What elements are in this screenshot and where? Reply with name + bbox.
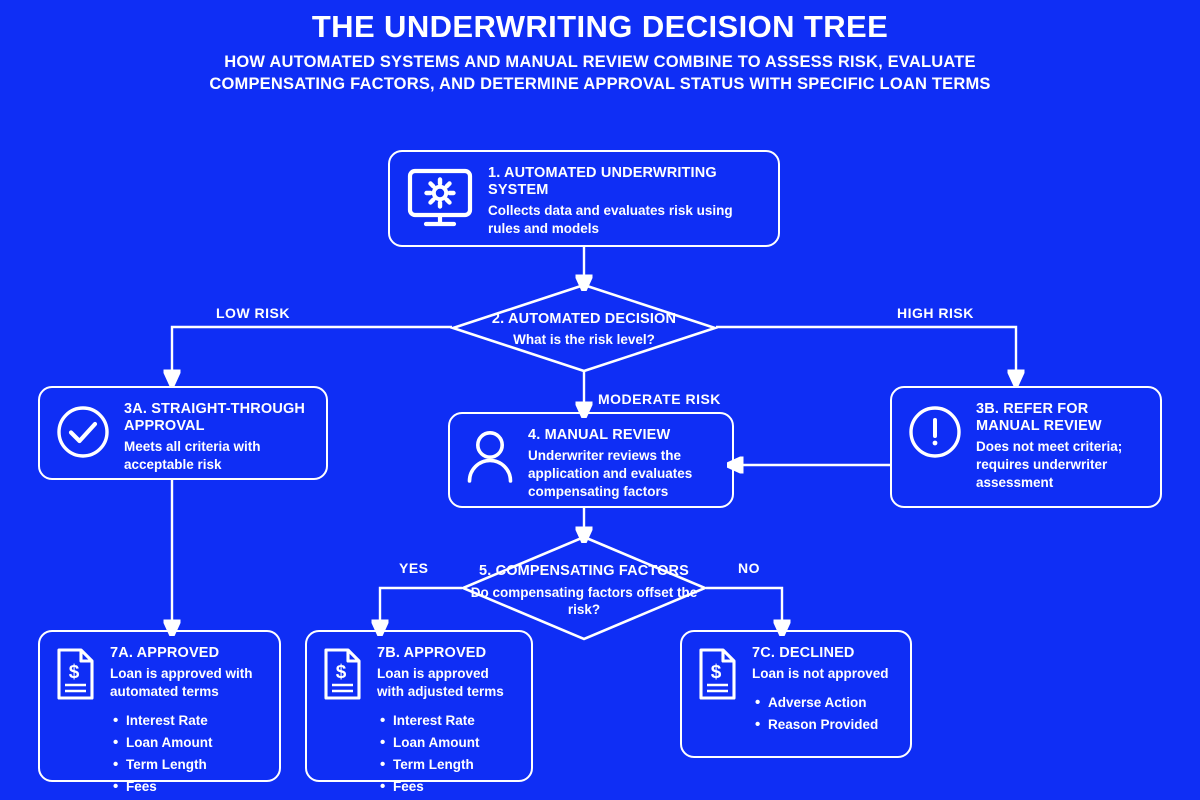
node-description: Meets all criteria with acceptable risk xyxy=(124,439,261,473)
list-item: Adverse Action xyxy=(755,691,896,715)
node-heading: 4. MANUAL REVIEW xyxy=(528,427,671,443)
node-text: 3A. STRAIGHT-THROUGH APPROVAL Meets all … xyxy=(124,401,312,474)
node-heading: 7A. APPROVED xyxy=(110,645,220,661)
node-description: Loan is not approved xyxy=(752,666,889,682)
node-description: Loan is approved with automated terms xyxy=(110,666,253,700)
edge-compensating-no-to-7c xyxy=(706,586,782,628)
node-automated-underwriting-system[interactable]: 1. AUTOMATED UNDERWRITING SYSTEM Collect… xyxy=(388,150,780,247)
edge-label-yes: YES xyxy=(399,560,429,576)
diamond-text: 5. COMPENSATING FACTORS Do compensating … xyxy=(460,535,708,644)
node-compensating-factors[interactable]: 5. COMPENSATING FACTORS Do compensating … xyxy=(460,535,708,641)
node-text: 7A. APPROVED Loan is approved with autom… xyxy=(110,645,265,799)
page-title: THE UNDERWRITING DECISION TREE xyxy=(311,9,889,44)
node-description: Do compensating factors offset the risk? xyxy=(470,584,698,618)
svg-text:$: $ xyxy=(69,662,80,683)
node-straight-through-approval[interactable]: 3A. STRAIGHT-THROUGH APPROVAL Meets all … xyxy=(38,386,328,480)
list-item: Loan Amount xyxy=(113,731,265,755)
node-item-list: Interest Rate Loan Amount Term Length Fe… xyxy=(110,709,265,799)
document-dollar-icon: $ xyxy=(696,647,740,706)
node-text: 7B. APPROVED Loan is approved with adjus… xyxy=(377,645,517,799)
list-item: Fees xyxy=(380,775,517,799)
node-description: Loan is approved with adjusted terms xyxy=(377,666,504,700)
node-description: Does not meet criteria; requires underwr… xyxy=(976,439,1123,491)
edge-compensating-yes-to-7b xyxy=(380,586,462,628)
edge-decision-to-3b xyxy=(716,325,1016,378)
node-declined[interactable]: $ 7C. DECLINED Loan is not approved Adve… xyxy=(680,630,912,758)
list-item: Interest Rate xyxy=(380,709,517,733)
document-dollar-icon: $ xyxy=(321,647,365,706)
node-description: What is the risk level? xyxy=(513,332,655,348)
header: THE UNDERWRITING DECISION TREE HOW AUTOM… xyxy=(0,9,1200,96)
list-item: Fees xyxy=(113,775,265,799)
edge-label-low-risk: LOW RISK xyxy=(216,305,290,321)
edge-label-moderate-risk: MODERATE RISK xyxy=(598,391,721,407)
node-heading: 7B. APPROVED xyxy=(377,645,487,661)
list-item: Term Length xyxy=(380,753,517,777)
edge-label-high-risk: HIGH RISK xyxy=(897,305,974,321)
diamond-text: 2. AUTOMATED DECISION What is the risk l… xyxy=(450,283,718,375)
list-item: Loan Amount xyxy=(380,731,517,755)
node-description: Underwriter reviews the application and … xyxy=(528,448,693,500)
page-subtitle: HOW AUTOMATED SYSTEMS AND MANUAL REVIEW … xyxy=(209,53,991,94)
node-approved-adjusted[interactable]: $ 7B. APPROVED Loan is approved with adj… xyxy=(305,630,533,799)
node-text: 3B. REFER FOR MANUAL REVIEW Does not mee… xyxy=(976,401,1146,492)
list-item: Term Length xyxy=(113,753,265,777)
node-item-list: Adverse Action Reason Provided xyxy=(752,691,896,737)
node-heading: 3B. REFER FOR MANUAL REVIEW xyxy=(976,401,1102,435)
node-item-list: Interest Rate Loan Amount Term Length Fe… xyxy=(377,709,517,799)
list-item: Reason Provided xyxy=(755,713,896,737)
node-refer-for-manual-review[interactable]: 3B. REFER FOR MANUAL REVIEW Does not mee… xyxy=(890,386,1162,508)
node-text: 4. MANUAL REVIEW Underwriter reviews the… xyxy=(528,427,718,501)
edge-decision-to-3a xyxy=(172,325,452,378)
svg-text:$: $ xyxy=(336,662,347,683)
node-automated-decision[interactable]: 2. AUTOMATED DECISION What is the risk l… xyxy=(450,283,718,373)
node-text: 1. AUTOMATED UNDERWRITING SYSTEM Collect… xyxy=(488,165,764,238)
node-heading: 7C. DECLINED xyxy=(752,645,855,661)
node-description: Collects data and evaluates risk using r… xyxy=(488,203,733,237)
node-heading: 1. AUTOMATED UNDERWRITING SYSTEM xyxy=(488,165,717,199)
node-text: 7C. DECLINED Loan is not approved Advers… xyxy=(752,645,896,737)
node-manual-review[interactable]: 4. MANUAL REVIEW Underwriter reviews the… xyxy=(448,412,734,508)
list-item: Interest Rate xyxy=(113,709,265,733)
svg-text:$: $ xyxy=(711,662,722,683)
node-heading: 2. AUTOMATED DECISION xyxy=(491,311,677,328)
monitor-gear-icon xyxy=(404,167,476,236)
node-heading: 5. COMPENSATING FACTORS xyxy=(479,563,689,580)
document-dollar-icon: $ xyxy=(54,647,98,706)
node-heading: 3A. STRAIGHT-THROUGH APPROVAL xyxy=(124,401,306,435)
edge-label-no: NO xyxy=(738,560,760,576)
check-circle-icon xyxy=(54,403,112,466)
exclamation-circle-icon xyxy=(906,403,964,466)
node-approved-automated[interactable]: $ 7A. APPROVED Loan is approved with aut… xyxy=(38,630,281,799)
person-icon xyxy=(464,429,516,490)
